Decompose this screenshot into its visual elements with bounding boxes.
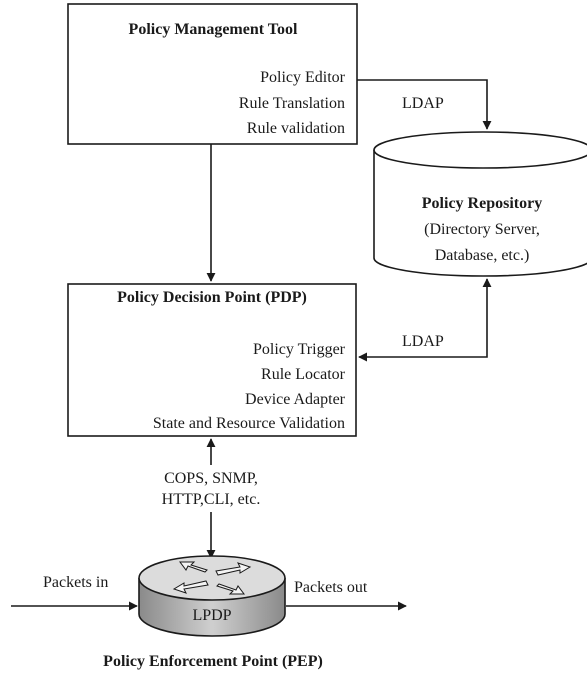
pdp-item-policy-trigger: Policy Trigger: [253, 341, 346, 358]
policy-repository-title: Policy Repository: [422, 195, 542, 212]
protocols-line-2: HTTP,CLI, etc.: [162, 491, 261, 508]
pdp-title: Policy Decision Point (PDP): [117, 289, 307, 306]
repository-line-1: (Directory Server,: [424, 221, 540, 238]
ldap-arrow-tool-to-repository: [357, 79, 492, 130]
router-icon: LPDP: [138, 555, 286, 637]
pep-title: Policy Enforcement Point (PEP): [103, 653, 323, 670]
pdp-item-device-adapter: Device Adapter: [245, 391, 346, 408]
packets-out-label: Packets out: [294, 579, 368, 596]
ldap-label-mid: LDAP: [402, 333, 444, 350]
tool-item-rule-translation: Rule Translation: [239, 95, 345, 112]
tool-item-policy-editor: Policy Editor: [260, 69, 346, 86]
pdp-box: Policy Decision Point (PDP) Policy Trigg…: [67, 283, 357, 437]
protocols-line-1: COPS, SNMP,: [164, 470, 258, 487]
pdp-item-rule-locator: Rule Locator: [261, 366, 346, 383]
policy-repository-cylinder: Policy Repository (Directory Server, Dat…: [373, 131, 587, 277]
policy-management-tool-title: Policy Management Tool: [129, 21, 298, 38]
pdp-item-state-resource-validation: State and Resource Validation: [153, 415, 345, 432]
router-arrows-icon: [172, 561, 252, 595]
packets-in-label: Packets in: [43, 574, 108, 591]
ldap-arrow-pdp-repository: [358, 278, 492, 362]
policy-management-tool-box: Policy Management Tool Policy Editor Rul…: [67, 3, 358, 145]
router-label: LPDP: [192, 607, 231, 624]
ldap-label-top: LDAP: [402, 95, 444, 112]
tool-item-rule-validation: Rule validation: [247, 120, 345, 137]
repository-line-2: Database, etc.): [435, 247, 530, 264]
